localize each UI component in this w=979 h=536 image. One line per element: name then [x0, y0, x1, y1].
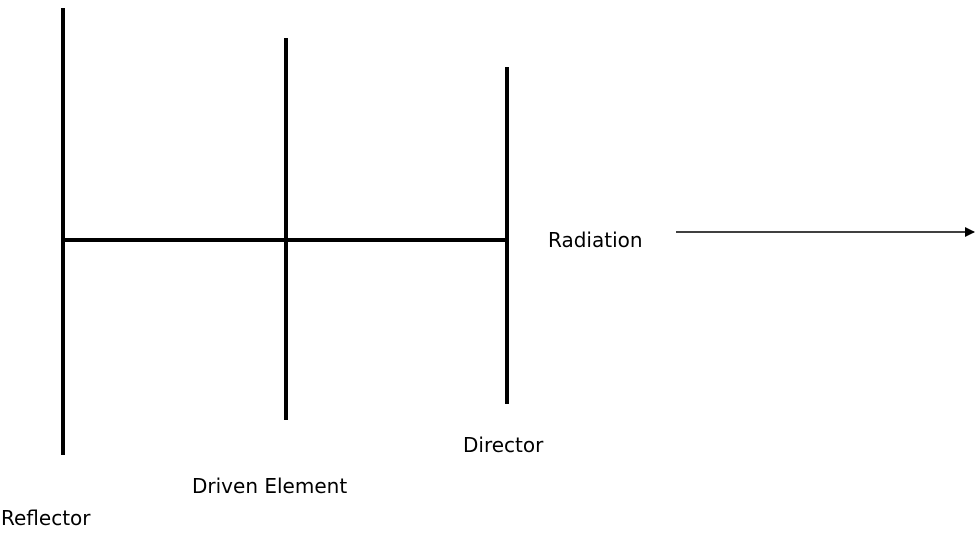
director-label: Director — [463, 433, 544, 457]
driven-element-label: Driven Element — [192, 474, 347, 498]
radiation-label: Radiation — [548, 228, 643, 252]
reflector-label: Reflector — [1, 506, 91, 530]
